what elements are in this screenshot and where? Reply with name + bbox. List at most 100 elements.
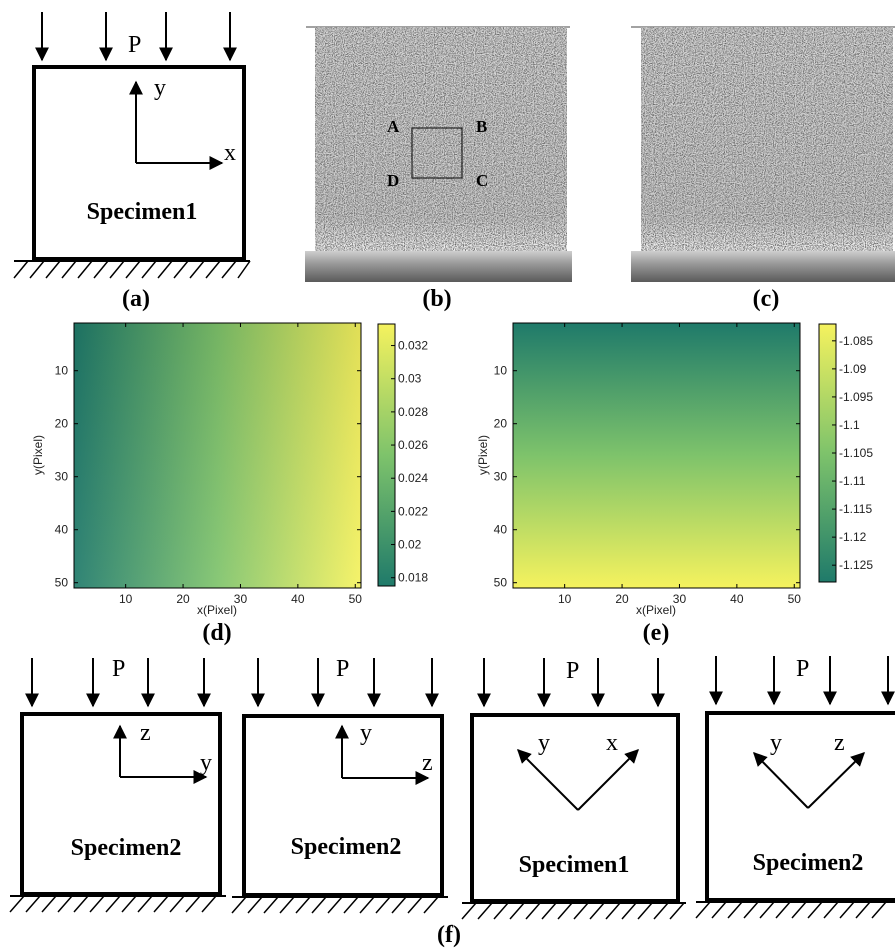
panel-f-diagram-4: P y z Specimen2 (695, 656, 895, 919)
specimen-label: Specimen2 (291, 834, 402, 860)
force-label: P (566, 658, 579, 684)
specimen-box (242, 714, 444, 897)
colorbar-tick-label: -1.125 (839, 558, 873, 572)
axis-z-label: z (834, 730, 845, 756)
panel-c-photo: (c) (631, 26, 895, 312)
axis-y-label: y (154, 75, 166, 101)
specimen-box (20, 712, 222, 896)
heatmap-e-field (513, 323, 800, 588)
force-label: P (336, 656, 349, 682)
x-tick-label: 50 (349, 592, 363, 606)
axis-y-label: y (360, 720, 372, 746)
specimen-label: Specimen2 (753, 850, 864, 876)
colorbar-tick-label: -1.105 (839, 446, 873, 460)
y-tick-label: 40 (494, 523, 508, 537)
colorbar-tick-label: -1.095 (839, 390, 873, 404)
y-tick-label: 50 (55, 576, 69, 590)
load-arrows (25, 658, 211, 708)
panel-label-e: (e) (643, 620, 670, 646)
y-tick-label: 20 (55, 417, 69, 431)
colorbar-tick-label: -1.1 (839, 418, 860, 432)
panel-f-diagram-2: P y z Specimen2 (231, 656, 448, 914)
x-tick-label: 30 (234, 592, 248, 606)
specimen-label: Specimen2 (71, 835, 182, 861)
panel-f-diagram-3: P y x Specimen1 (461, 658, 686, 920)
panel-label-a: (a) (122, 286, 150, 312)
x-axis-title: x(Pixel) (197, 603, 237, 617)
axis-y-label: y (200, 750, 212, 776)
panel-label-f: (f) (437, 922, 461, 948)
roi-square (411, 127, 463, 179)
colorbar-tick-label: 0.032 (398, 339, 428, 353)
y-axis-title: y(Pixel) (31, 435, 45, 475)
load-arrows (35, 12, 237, 62)
colorbar-tick-label: -1.085 (839, 334, 873, 348)
y-tick-label: 30 (494, 470, 508, 484)
coordinate-axes (129, 80, 224, 170)
colorbar-tick-label: -1.11 (839, 474, 866, 488)
colorbar-d (377, 323, 396, 587)
x-tick-label: 10 (558, 592, 572, 606)
colorbar-tick-label: -1.09 (839, 362, 867, 376)
specimen-label: Specimen1 (519, 852, 630, 878)
x-axis-title: x(Pixel) (636, 603, 676, 617)
x-tick-label: 20 (176, 592, 190, 606)
x-tick-label: 20 (615, 592, 629, 606)
corner-a: A (387, 117, 400, 136)
x-tick-label: 40 (730, 592, 744, 606)
colorbar-tick-label: 0.022 (398, 504, 428, 518)
specimen-label: Specimen1 (87, 199, 198, 225)
force-label: P (112, 656, 125, 682)
colorbar-tick-label: 0.028 (398, 405, 428, 419)
y-ticks: 10 20 30 40 50 (494, 364, 800, 590)
y-tick-label: 40 (55, 523, 69, 537)
y-tick-label: 50 (494, 576, 508, 590)
y-tick-label: 10 (55, 364, 69, 378)
colorbar-tick-label: 0.018 (398, 571, 428, 585)
panel-label-b: (b) (422, 286, 451, 312)
x-tick-label: 40 (291, 592, 305, 606)
specimen-box (470, 713, 680, 903)
panel-f-diagram-1: P z y Specimen2 (9, 656, 226, 913)
load-arrows (709, 656, 895, 706)
ground-hatch (9, 895, 226, 913)
corner-c: C (476, 171, 488, 190)
ground-hatch (461, 902, 686, 920)
axis-z-label: z (140, 720, 151, 746)
force-label: P (128, 32, 141, 58)
load-arrows (477, 658, 665, 708)
colorbar-tick-label: 0.02 (398, 538, 422, 552)
ground-hatch (13, 260, 251, 279)
corner-b: B (476, 117, 487, 136)
axis-x-label: x (606, 730, 618, 756)
y-tick-label: 20 (494, 417, 508, 431)
y-tick-label: 30 (55, 470, 69, 484)
colorbar-ticks: -1.085-1.09-1.095-1.1-1.105-1.11-1.115-1… (832, 334, 873, 572)
panel-label-d: (d) (202, 620, 231, 646)
axis-y-label: y (538, 730, 550, 756)
load-arrows (251, 658, 439, 708)
panel-b-photo: A B C D (b) (305, 26, 572, 312)
x-ticks: 10 20 30 40 50 (119, 323, 362, 606)
axis-x-label: x (224, 140, 236, 166)
y-axis-title: y(Pixel) (476, 435, 490, 475)
colorbar-tick-label: 0.026 (398, 438, 428, 452)
x-tick-label: 30 (673, 592, 687, 606)
clamp-bottom (305, 251, 572, 282)
specimen-box (705, 711, 895, 902)
x-tick-label: 10 (119, 592, 133, 606)
axis-y-label: y (770, 730, 782, 756)
axis-z-label: z (422, 750, 433, 776)
colorbar-tick-label: -1.12 (839, 530, 867, 544)
panel-label-c: (c) (753, 286, 780, 312)
panel-a-diagram: P y x Specimen1 (a) (13, 12, 251, 312)
y-ticks: 10 20 30 40 50 (55, 364, 361, 590)
specimen-box (32, 65, 246, 261)
colorbar-tick-label: 0.03 (398, 372, 422, 386)
y-tick-label: 10 (494, 364, 508, 378)
